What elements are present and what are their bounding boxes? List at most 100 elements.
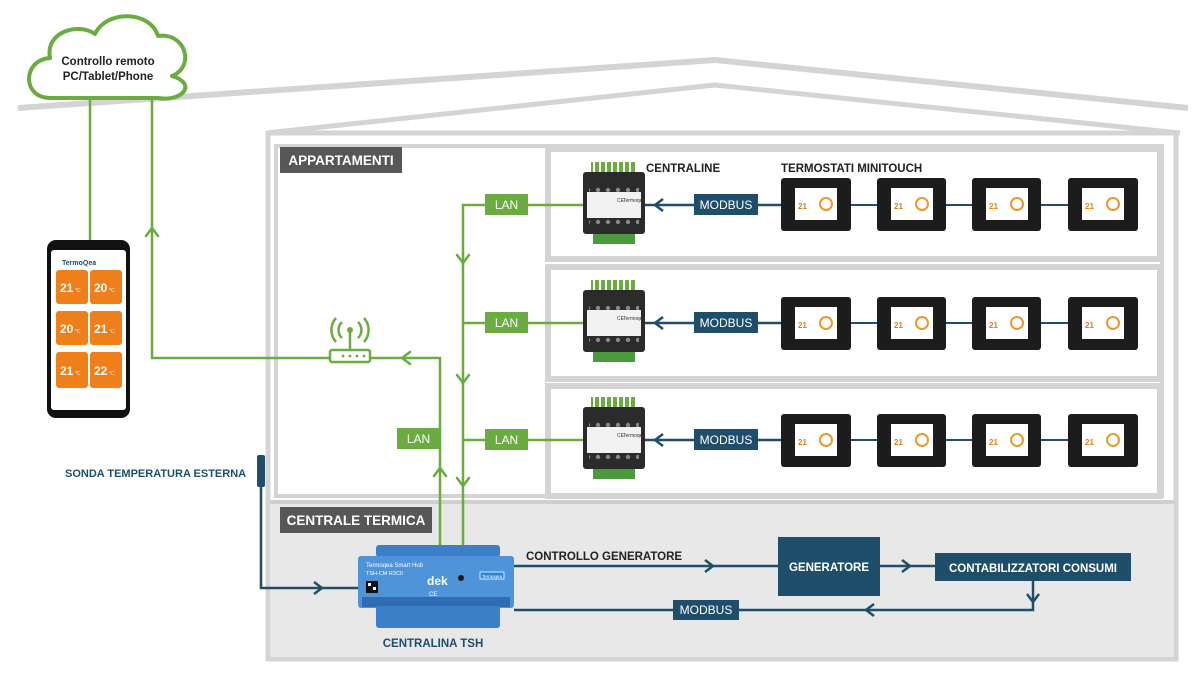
thermostat-reading: 21 xyxy=(1085,438,1094,447)
section-label-apartments: APPARTAMENTI xyxy=(280,147,402,173)
modbus-text: MODBUS xyxy=(700,316,753,330)
thermostat: 21 xyxy=(1068,414,1138,467)
thermostat: 21 xyxy=(877,414,946,467)
lan-text: LAN xyxy=(407,432,430,446)
phone-tile: 21 °C xyxy=(56,352,88,388)
generator-to-meters-arrow xyxy=(901,559,913,573)
thermostat-reading: 21 xyxy=(798,321,807,330)
controller-module: CE Termoqea xyxy=(583,280,645,362)
phone-tile-unit: °C xyxy=(109,371,115,377)
phone-tile: 22 °C xyxy=(90,352,122,388)
thermostat-reading: 21 xyxy=(798,202,807,211)
phone-tile-unit: °C xyxy=(75,288,81,294)
module-brand: Termoqea xyxy=(623,433,645,439)
meters-label: CONTABILIZZATORI CONSUMI xyxy=(949,563,1117,575)
thermostat-reading: 21 xyxy=(798,438,807,447)
meters-box: CONTABILIZZATORI CONSUMI xyxy=(935,553,1131,581)
smart-hub-device: Termoqea Smart Hub TSH-CM R3C0 dek CE Te… xyxy=(358,545,514,628)
thermostat: 21 xyxy=(972,297,1041,350)
lan-network-lines xyxy=(88,98,583,548)
phone-tile: 20 °C xyxy=(56,311,88,345)
phone-tile-value: 22 xyxy=(94,364,108,378)
generator-control-label: CONTROLLO GENERATORE xyxy=(526,551,682,563)
controller-module: CE Termoqea xyxy=(583,397,645,479)
module-ce-mark: CE xyxy=(617,316,625,322)
outdoor-probe-label: SONDA TEMPERATURA ESTERNA xyxy=(65,468,246,480)
thermostat-reading: 21 xyxy=(894,438,903,447)
thermostat: 21 xyxy=(781,297,851,350)
cloud-label-line2: PC/Tablet/Phone xyxy=(63,71,154,83)
hub-logo: dek xyxy=(427,574,448,588)
lan-text: LAN xyxy=(495,316,518,330)
thermostat-reading: 21 xyxy=(894,321,903,330)
thermostat: 21 xyxy=(1068,178,1138,231)
modbus-label xyxy=(694,429,758,450)
wifi-router-icon xyxy=(328,317,372,364)
modbus-return-arrow-down xyxy=(1026,593,1040,605)
lan-label-floor-1: LAN xyxy=(485,194,528,215)
thermostat-reading: 21 xyxy=(989,438,998,447)
phone-app-title: TermoQea xyxy=(62,260,96,267)
thermostat: 21 xyxy=(781,178,851,231)
probe-arrow xyxy=(313,581,325,595)
header-controllers: CENTRALINE xyxy=(646,163,720,175)
modbus-label xyxy=(694,194,758,215)
lan-label-floor-2: LAN xyxy=(485,312,528,333)
module-brand: Termoqea xyxy=(623,198,645,204)
thermostat: 21 xyxy=(972,178,1041,231)
module-ce-mark: CE xyxy=(617,198,625,204)
hub-model: TSH-CM R3C0 xyxy=(366,571,403,577)
generator-label: GENERATORE xyxy=(789,562,869,574)
thermostat: 21 xyxy=(972,414,1041,467)
thermostat-reading: 21 xyxy=(894,202,903,211)
phone-tile-value: 20 xyxy=(60,322,74,336)
phone-tile-value: 20 xyxy=(94,281,108,295)
generator-box: GENERATORE xyxy=(778,537,880,596)
generator-control-arrow xyxy=(704,559,716,573)
thermostat: 21 xyxy=(1068,297,1138,350)
controller-module: CE Termoqea xyxy=(583,162,645,244)
thermostat: 21 xyxy=(877,178,946,231)
hub-brand-chip: Termoqea xyxy=(482,574,503,579)
floor-1-row: MODBUS xyxy=(645,194,1068,215)
module-ce-mark: CE xyxy=(617,433,625,439)
section-title-boiler-room: CENTRALE TERMICA xyxy=(287,513,426,528)
module-brand: Termoqea xyxy=(623,316,645,322)
header-thermostats: TERMOSTATI MINITOUCH xyxy=(781,163,922,175)
modbus-label-bottom: MODBUS xyxy=(673,600,739,620)
temperature-probe-icon xyxy=(257,455,265,487)
lan-label-floor-3: LAN xyxy=(485,429,528,450)
thermostat-reading: 21 xyxy=(989,202,998,211)
thermostat-reading: 21 xyxy=(1085,321,1094,330)
phone-tile-unit: °C xyxy=(75,371,81,377)
modbus-label xyxy=(694,312,758,333)
thermostat-reading: 21 xyxy=(989,321,998,330)
floor-3-row: MODBUS xyxy=(645,429,1068,450)
modbus-text: MODBUS xyxy=(700,433,753,447)
section-label-boiler-room: CENTRALE TERMICA xyxy=(280,507,432,533)
modbus-return-arrow-left xyxy=(863,603,875,617)
floor-2-row: MODBUS xyxy=(645,312,1068,333)
thermostat: 21 xyxy=(877,297,946,350)
modbus-text: MODBUS xyxy=(680,603,733,617)
phone-tile-unit: °C xyxy=(109,288,115,294)
phone-tile-unit: °C xyxy=(109,329,115,335)
phone-tile-value: 21 xyxy=(60,364,74,378)
thermostat-reading: 21 xyxy=(1085,202,1094,211)
phone-tile: 21 °C xyxy=(90,311,122,345)
section-title-apartments: APPARTAMENTI xyxy=(288,153,393,168)
smartphone: TermoQea 21 °C 20 °C 20 °C 21 °C 21 °C xyxy=(47,240,130,418)
hub-ce-mark: CE xyxy=(429,592,437,598)
thermostat: 21 xyxy=(781,414,851,467)
phone-tile: 21 °C xyxy=(56,270,88,304)
lan-text: LAN xyxy=(495,198,518,212)
lan-text: LAN xyxy=(495,433,518,447)
hub-brand: Termoqea Smart Hub xyxy=(366,563,424,569)
lan-label-router: LAN xyxy=(397,428,440,449)
cloud-label-line1: Controllo remoto xyxy=(61,56,154,68)
phone-tile-value: 21 xyxy=(94,322,108,336)
modbus-text: MODBUS xyxy=(700,198,753,212)
phone-tile-value: 21 xyxy=(60,281,74,295)
cloud-icon: Controllo remoto PC/Tablet/Phone xyxy=(27,14,188,101)
